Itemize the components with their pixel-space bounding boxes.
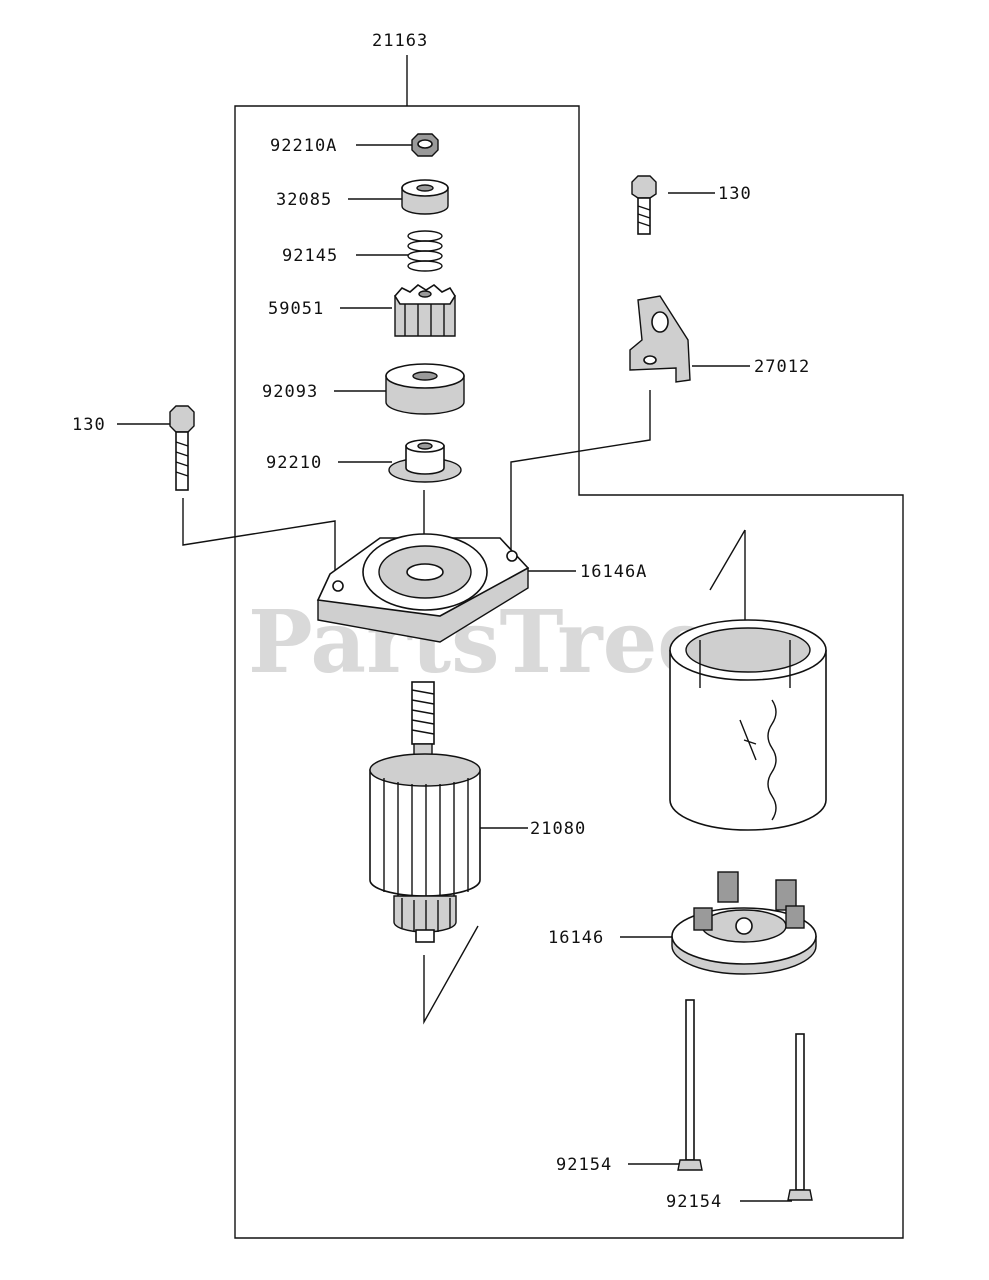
through-bolt-1-part[interactable] [677, 999, 703, 1171]
label-bolt-right[interactable]: 130 [718, 184, 752, 204]
bracket-part[interactable] [629, 295, 691, 383]
collar-part[interactable] [401, 179, 449, 215]
label-brush-holder[interactable]: 16146 [548, 928, 604, 948]
leader-lines [117, 144, 792, 1202]
brush-holder-part[interactable] [671, 871, 817, 975]
assembly-frame [234, 55, 904, 1239]
through-bolt-2-part[interactable] [787, 1033, 813, 1201]
label-collar[interactable]: 32085 [276, 190, 332, 210]
label-nut[interactable]: 92210 [266, 453, 322, 473]
front-cover-part[interactable] [316, 533, 530, 643]
bolt-right-part[interactable] [631, 175, 657, 235]
label-armature[interactable]: 21080 [530, 819, 586, 839]
label-assembly[interactable]: 21163 [372, 31, 428, 51]
hex-nut-part[interactable] [411, 133, 439, 157]
spring-part[interactable] [407, 230, 443, 272]
part-labels: 21163 92210A 32085 92145 59051 92093 922… [72, 31, 810, 1212]
armature-part[interactable] [369, 681, 481, 943]
label-front-cover[interactable]: 16146A [580, 562, 647, 582]
label-through-bolt-1[interactable]: 92154 [556, 1155, 612, 1175]
label-through-bolt-2[interactable]: 92154 [666, 1192, 722, 1212]
label-bolt-left[interactable]: 130 [72, 415, 106, 435]
label-spring[interactable]: 92145 [282, 246, 338, 266]
label-nut-a[interactable]: 92210A [270, 136, 337, 156]
connection-lines [182, 390, 746, 1025]
pinion-gear-part[interactable] [394, 284, 456, 337]
flange-nut-part[interactable] [388, 439, 462, 483]
label-bracket[interactable]: 27012 [754, 357, 810, 377]
yoke-housing-part[interactable] [669, 619, 827, 831]
bolt-left-part[interactable] [169, 405, 195, 491]
washer-part[interactable] [385, 363, 465, 415]
label-pinion[interactable]: 59051 [268, 299, 324, 319]
label-washer[interactable]: 92093 [262, 382, 318, 402]
